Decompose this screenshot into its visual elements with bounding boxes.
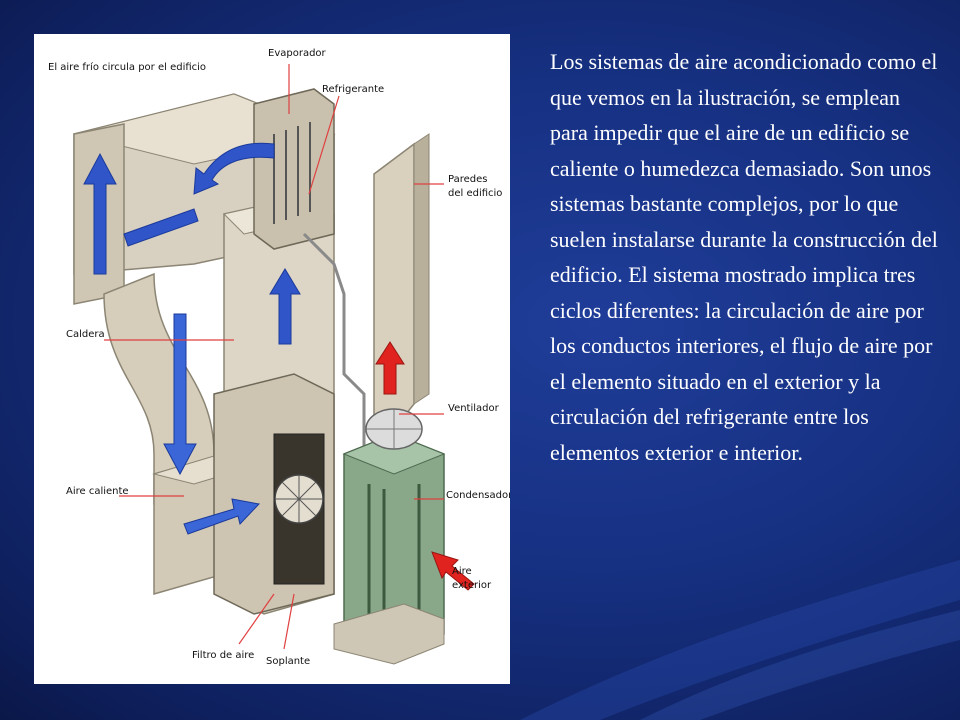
label-furnace: Caldera [66, 329, 105, 340]
label-fan: Ventilador [448, 403, 500, 414]
outside-air-arrows [375, 341, 475, 591]
evaporator-box [253, 88, 335, 250]
label-walls-2: del edificio [448, 188, 502, 199]
hot-air-arrows [163, 313, 260, 535]
cold-air-arrows [83, 142, 301, 345]
hvac-illustration: El aire frío circula por el edificio Eva… [34, 34, 510, 684]
label-blower: Soplante [266, 656, 310, 667]
description-text: Los sistemas de aire acondicionado como … [550, 49, 938, 465]
label-refrigerant: Refrigerante [322, 84, 384, 95]
label-cold-air: El aire frío circula por el edificio [48, 61, 206, 73]
label-condenser: Condensador [446, 490, 510, 501]
label-walls-1: Paredes [448, 174, 487, 185]
label-hot-air: Aire caliente [66, 486, 129, 497]
hvac-diagram: El aire frío circula por el edificio Eva… [48, 48, 510, 667]
label-outside-air-2: exterior [452, 580, 492, 591]
refrigerant-pipe [302, 232, 366, 554]
label-outside-air-1: Aire [452, 566, 472, 577]
label-air-filter: Filtro de aire [192, 650, 254, 661]
label-evaporator: Evaporador [268, 48, 327, 59]
building-walls [373, 142, 415, 457]
